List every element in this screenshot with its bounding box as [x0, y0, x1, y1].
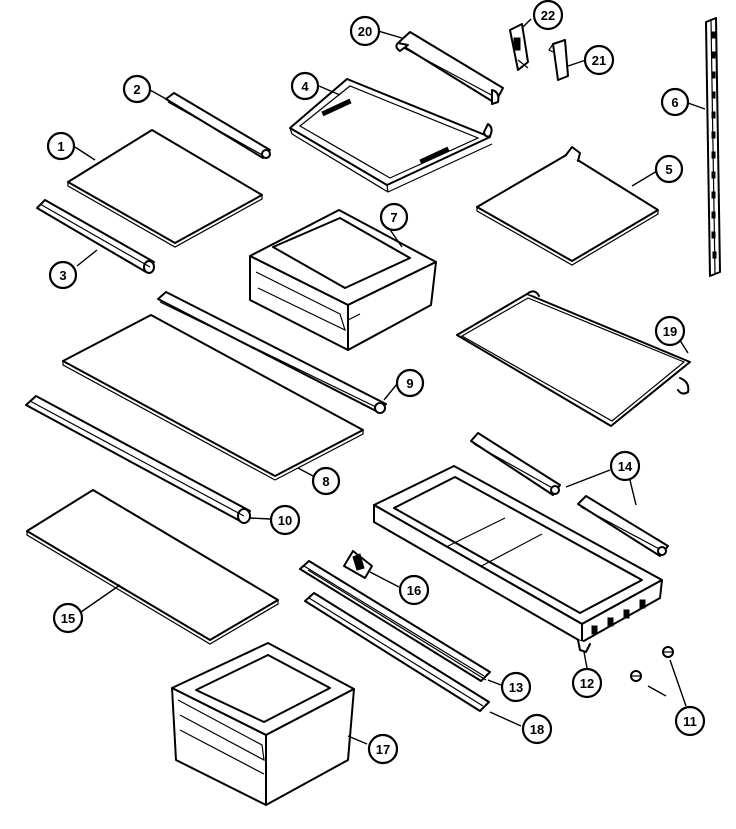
- svg-text:7: 7: [390, 210, 397, 225]
- leader-lines: [74, 18, 706, 745]
- part-11-screws: [630, 646, 674, 682]
- svg-text:15: 15: [61, 611, 75, 626]
- callout-3: 3: [48, 260, 78, 290]
- svg-text:19: 19: [663, 324, 677, 339]
- callout-4: 4: [290, 71, 320, 101]
- callout-18: 18: [521, 713, 553, 745]
- svg-text:20: 20: [358, 24, 372, 39]
- svg-text:9: 9: [406, 376, 413, 391]
- part-17-crisper-drawer: [171, 642, 355, 806]
- svg-text:5: 5: [665, 162, 672, 177]
- svg-text:13: 13: [509, 680, 523, 695]
- callout-6: 6: [660, 87, 690, 117]
- callout-11: 11: [674, 705, 706, 737]
- svg-text:12: 12: [580, 676, 594, 691]
- svg-text:21: 21: [592, 53, 606, 68]
- callout-12: 12: [571, 667, 603, 699]
- callout-13: 13: [500, 671, 532, 703]
- svg-text:2: 2: [133, 82, 140, 97]
- part-19-shelf-frame: [456, 290, 691, 427]
- callout-15: 15: [52, 602, 84, 634]
- part-12-pan-frame: [373, 465, 663, 653]
- callout-9: 9: [395, 368, 425, 398]
- part-9-shelf-trim: [157, 291, 387, 414]
- svg-text:1: 1: [57, 139, 64, 154]
- callout-20: 20: [349, 15, 381, 47]
- part-20-cover-trim: [395, 31, 504, 105]
- svg-text:22: 22: [541, 8, 555, 23]
- part-14-drawer-rail-lower: [577, 495, 669, 557]
- callout-14: 14: [609, 450, 641, 482]
- callout-2: 2: [122, 74, 152, 104]
- svg-text:4: 4: [301, 79, 309, 94]
- svg-text:18: 18: [530, 722, 544, 737]
- part-15-shelf-glass: [26, 489, 279, 645]
- part-1-shelf-glass: [67, 129, 263, 248]
- part-14-drawer-rail-upper: [470, 432, 561, 496]
- part-21-bracket: [548, 39, 569, 81]
- svg-text:6: 6: [671, 95, 678, 110]
- callout-22: 22: [532, 0, 564, 31]
- svg-text:16: 16: [407, 583, 421, 598]
- svg-text:14: 14: [618, 459, 633, 474]
- part-16-clip: [343, 550, 373, 579]
- callout-1: 1: [46, 131, 76, 161]
- part-22-bracket: [509, 23, 529, 71]
- svg-text:17: 17: [376, 742, 390, 757]
- part-7-drawer: [249, 209, 437, 351]
- callout-21: 21: [583, 44, 615, 76]
- callout-5: 5: [654, 154, 684, 184]
- part-5-shelf-glass: [476, 146, 659, 266]
- svg-text:8: 8: [322, 474, 329, 489]
- part-10-shelf-trim-round: [25, 395, 251, 524]
- part-8-shelf-glass: [62, 314, 364, 481]
- callout-19: 19: [654, 315, 686, 347]
- part-2-shelf-trim: [165, 92, 271, 159]
- part-3-shelf-trim-round: [36, 199, 155, 274]
- callout-10: 10: [269, 504, 301, 536]
- part-6-shelf-rail: [705, 17, 721, 277]
- part-18-drawer-slide: [304, 592, 490, 712]
- callout-8: 8: [311, 466, 341, 496]
- svg-text:3: 3: [59, 268, 66, 283]
- part-13-drawer-slide: [299, 560, 491, 682]
- callout-16: 16: [398, 574, 430, 606]
- callout-17: 17: [367, 733, 399, 765]
- svg-text:11: 11: [683, 714, 697, 729]
- callout-7: 7: [379, 202, 409, 232]
- svg-text:10: 10: [278, 513, 292, 528]
- part-4-shelf-frame: [289, 78, 493, 193]
